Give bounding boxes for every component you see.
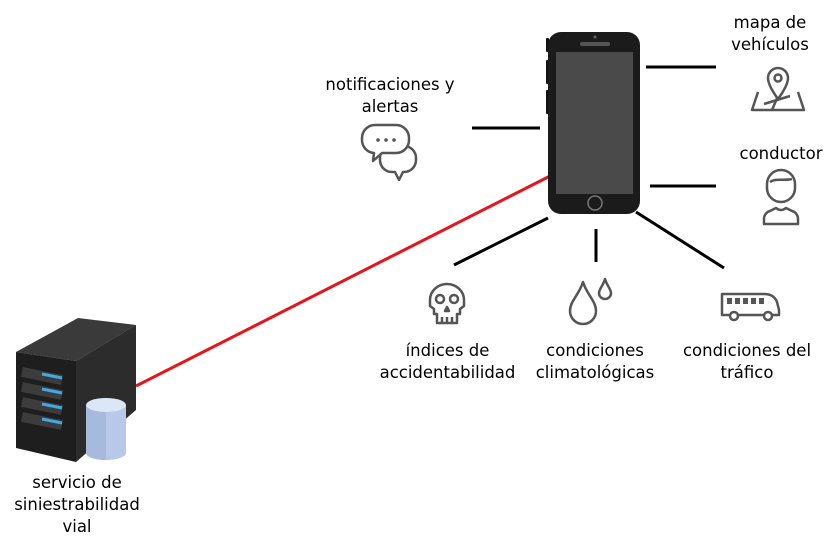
smartphone-icon [546, 32, 640, 214]
water-drops-icon [568, 277, 613, 326]
label-line: servicio de [32, 473, 122, 492]
label-line: condiciones [546, 341, 644, 360]
connector-accident-rates [453, 216, 549, 267]
connector-traffic [635, 210, 725, 270]
server-label: servicio de siniestrabilidad vial [2, 472, 152, 538]
label-line: mapa de [733, 13, 807, 32]
label-line: notificaciones y [325, 75, 455, 94]
vehicle-map-label: mapa de vehículos [720, 12, 820, 56]
chat-bubbles-icon [360, 123, 418, 182]
label-line: siniestrabilidad [14, 495, 140, 514]
map-pin-icon [750, 66, 806, 112]
label-line: accidentabilidad [379, 363, 516, 382]
skull-icon [428, 282, 466, 325]
accident-rates-label: índices de accidentabilidad [370, 340, 525, 384]
label-line: tráfico [720, 363, 774, 382]
weather-label: condiciones climatológicas [525, 340, 665, 384]
label-line: conductor [739, 144, 823, 163]
notifications-label: notificaciones y alertas [310, 74, 470, 118]
server-to-phone-link [135, 173, 553, 388]
label-line: vial [62, 517, 92, 536]
label-line: climatológicas [535, 363, 655, 382]
label-line: condiciones del [682, 341, 812, 360]
label-line: vehículos [731, 35, 809, 54]
label-line: índices de [405, 341, 490, 360]
traffic-label: condiciones del tráfico [672, 340, 822, 384]
driver-label: conductor [726, 143, 832, 165]
driver-icon [762, 168, 800, 226]
label-line: alertas [361, 97, 419, 116]
database-icon [86, 398, 126, 460]
bus-icon [720, 292, 781, 322]
